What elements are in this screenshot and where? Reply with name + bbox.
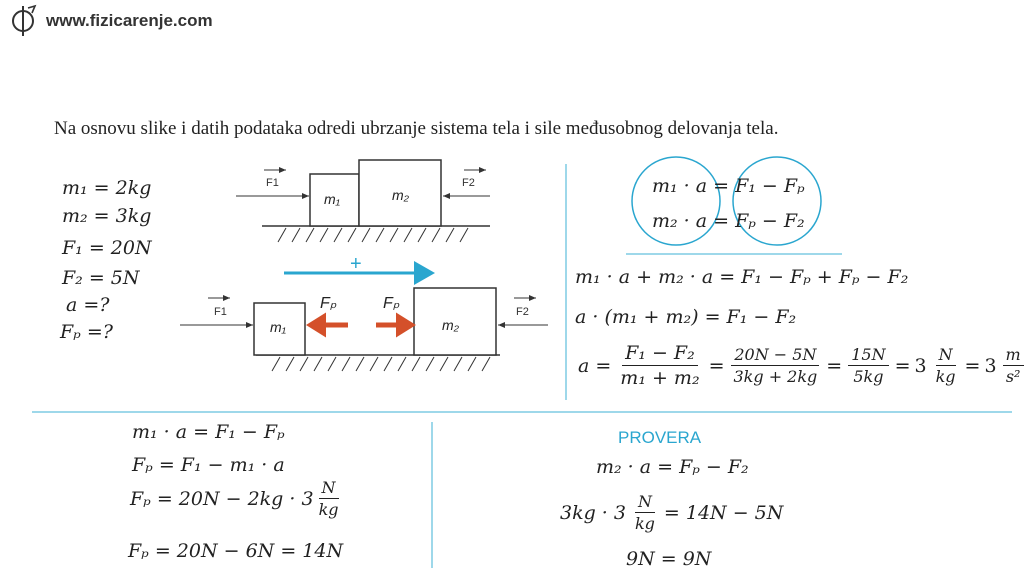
top-ground-hatch (277, 227, 469, 243)
fraction-simplified: 15N 5kg (848, 345, 889, 386)
force-diagram: F1 F2 m₁ m₂ + F1 F2 m₁ m₂ Fₚ Fₚ (180, 159, 548, 372)
Fp-right-label: Fₚ (383, 295, 400, 312)
bottom-ground-hatch (271, 356, 491, 372)
task-statement: Na osnovu slike i datih podataka odredi … (54, 118, 779, 139)
bottom-F1-label: F1 (214, 306, 227, 318)
fraction-numeric: 20N − 5N 3kg + 2kg (730, 345, 820, 386)
top-F2-label: F2 (462, 177, 475, 189)
bl-line-2: Fₚ = F₁ − m₁ · a (132, 454, 285, 476)
a-lhs: a = (578, 354, 612, 377)
given-F2: F₂ = 5N (62, 267, 140, 289)
given-a: a =? (66, 294, 110, 316)
equation-acceleration: a = F₁ − F₂ m₁ + m₂ = 20N − 5N 3kg + 2kg… (578, 342, 1024, 389)
check-title: PROVERA (618, 428, 702, 447)
equation-1: m₁ · a = F₁ − Fₚ (652, 175, 805, 197)
bottom-m1-label: m₁ (270, 319, 287, 335)
top-scene: F1 F2 m₁ m₂ (236, 159, 490, 243)
bl-fraction-N-per-kg: N kg (318, 478, 339, 519)
given-F1: F₁ = 20N (62, 237, 152, 259)
check-fraction-N-per-kg: N kg (634, 492, 655, 533)
bottom-block-m1 (253, 302, 306, 356)
top-m1-label: m₁ (324, 191, 341, 207)
bl-line-4: Fₚ = 20N − 6N = 14N (128, 540, 344, 562)
bl-line-3: Fₚ = 20N − 2kg · 3 N kg (130, 478, 344, 519)
top-block-m1 (309, 173, 360, 227)
top-m2-label: m₂ (392, 187, 410, 203)
top-F1-label: F1 (266, 177, 279, 189)
bottom-m2-label: m₂ (442, 317, 460, 333)
check-line-1: m₂ · a = Fₚ − F₂ (596, 456, 749, 478)
top-block-m2 (358, 159, 442, 227)
bottom-scene: F1 F2 m₁ m₂ Fₚ Fₚ (180, 287, 548, 372)
equation-sum: m₁ · a + m₂ · a = F₁ − Fₚ + Fₚ − F₂ (575, 266, 909, 288)
equation-2: m₂ · a = Fₚ − F₂ (652, 210, 805, 232)
Fp-left-label: Fₚ (320, 295, 337, 312)
fraction-symbolic: F₁ − F₂ m₁ + m₂ (620, 342, 700, 389)
bl-line-1: m₁ · a = F₁ − Fₚ (132, 421, 285, 443)
fraction-m-per-s2: m s² (1002, 345, 1024, 386)
fraction-N-per-kg: N kg (935, 345, 956, 386)
site-name[interactable]: www.fizicarenje.com (46, 11, 213, 30)
plus-sign: + (350, 253, 362, 275)
check-line-2: 3kg · 3 N kg = 14N − 5N (560, 492, 784, 533)
given-m2: m₂ = 3kg (62, 205, 152, 227)
given-m1: m₁ = 2kg (62, 177, 152, 199)
logo-icon (12, 4, 37, 36)
given-Fp: Fₚ =? (60, 321, 113, 343)
check-line-3: 9N = 9N (626, 548, 712, 570)
bottom-F2-label: F2 (516, 306, 529, 318)
bottom-block-m2 (413, 287, 497, 356)
equation-factor: a · (m₁ + m₂) = F₁ − F₂ (575, 306, 797, 328)
